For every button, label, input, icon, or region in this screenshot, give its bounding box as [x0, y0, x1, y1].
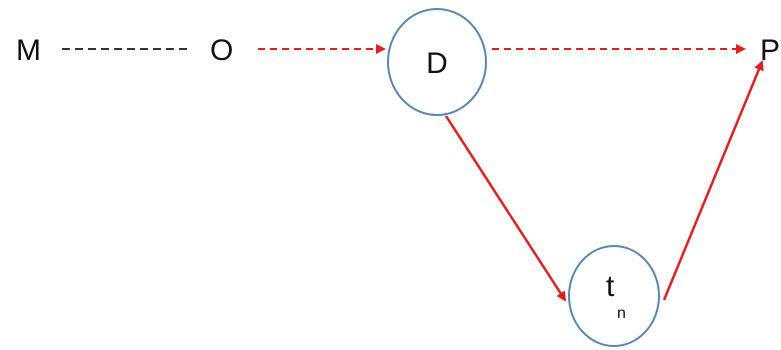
node-d-circle	[387, 8, 487, 116]
node-tn-subscript: n	[617, 305, 626, 322]
node-m-label: M	[16, 34, 41, 67]
arrow-d-tn	[444, 115, 567, 302]
node-p-label: P	[760, 34, 780, 67]
node-tn-circle	[568, 245, 660, 347]
arrow-tn-p	[662, 60, 764, 301]
node-d-label: D	[426, 47, 448, 80]
node-o-label: O	[210, 34, 233, 67]
node-tn-label: t	[606, 270, 615, 303]
